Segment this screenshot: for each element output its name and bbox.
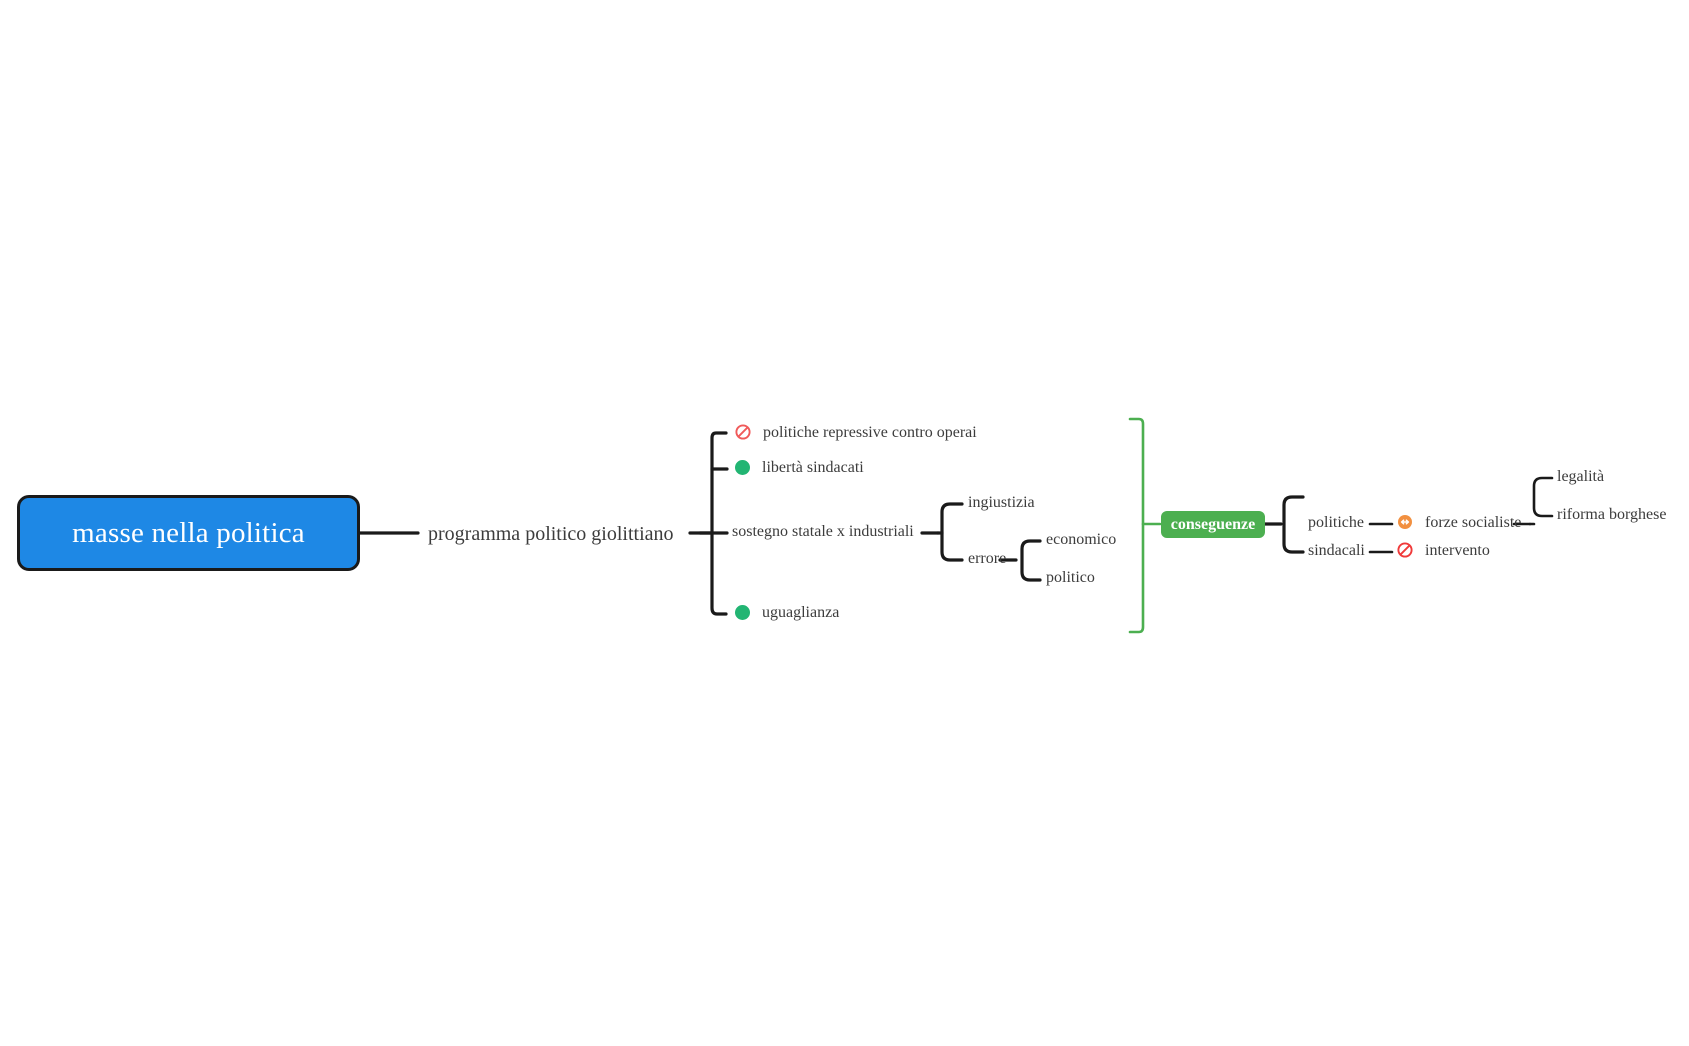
- node-politiche-repressive-contro-operai[interactable]: politiche repressive contro operai: [735, 424, 977, 442]
- node-label: uguaglianza: [762, 604, 840, 622]
- node-label: forze socialiste: [1425, 514, 1522, 532]
- node-label: sostegno statale x industriali: [732, 523, 914, 541]
- node-label: errore: [968, 550, 1007, 568]
- errore-bracket: [1020, 539, 1042, 582]
- node-liberta-sindacati[interactable]: libertà sindacati: [735, 459, 864, 477]
- node-uguaglianza[interactable]: uguaglianza: [735, 604, 840, 622]
- green-dot-icon: [735, 459, 750, 475]
- node-label: politiche repressive contro operai: [763, 424, 977, 442]
- node-politico[interactable]: politico: [1046, 570, 1095, 586]
- node-ingiustizia[interactable]: ingiustizia: [968, 495, 1035, 511]
- node-label: economico: [1046, 531, 1117, 549]
- root-node[interactable]: masse nella politica: [17, 495, 360, 571]
- root-node-label: masse nella politica: [72, 516, 305, 549]
- node-legalita[interactable]: legalità: [1557, 469, 1604, 485]
- node-errore[interactable]: errore: [968, 551, 1006, 567]
- node-label: libertà sindacati: [762, 459, 864, 477]
- bidirectional-arrow-icon: [1397, 514, 1413, 530]
- node-programma-politico-giolittiano[interactable]: programma politico giolittiano: [428, 523, 674, 544]
- prohibited-icon: [735, 424, 751, 440]
- conseguenze-bracket: [1282, 495, 1305, 554]
- node-label: politiche: [1308, 514, 1364, 532]
- node-label: sindacali: [1308, 542, 1365, 560]
- sostegno-bracket: [940, 502, 964, 562]
- node-economico[interactable]: economico: [1046, 532, 1116, 548]
- green-dot-icon: [735, 604, 750, 620]
- prohibited-icon: [1397, 542, 1413, 558]
- node-riforma-borghese[interactable]: riforma borghese: [1557, 507, 1666, 523]
- summary-node-label: conseguenze: [1170, 515, 1256, 533]
- node-label: intervento: [1425, 542, 1490, 560]
- node-label: ingiustizia: [968, 494, 1035, 512]
- node-sindacali[interactable]: sindacali: [1308, 543, 1365, 559]
- summary-node-conseguenze[interactable]: conseguenze: [1161, 511, 1265, 538]
- node-politiche[interactable]: politiche: [1308, 515, 1364, 531]
- forze-bracket: [1532, 476, 1554, 518]
- node-intervento[interactable]: intervento: [1397, 542, 1490, 560]
- node-label: politico: [1046, 569, 1095, 587]
- summary-bracket: [1128, 417, 1145, 634]
- node-forze-socialiste[interactable]: forze socialiste: [1397, 515, 1521, 531]
- node-label: programma politico giolittiano: [428, 523, 674, 546]
- node-label: legalità: [1557, 468, 1605, 486]
- node-label: riforma borghese: [1557, 506, 1667, 524]
- branch-bracket-spine: [710, 431, 728, 616]
- node-sostegno-statale-x-industriali[interactable]: sostegno statale x industriali: [732, 524, 914, 540]
